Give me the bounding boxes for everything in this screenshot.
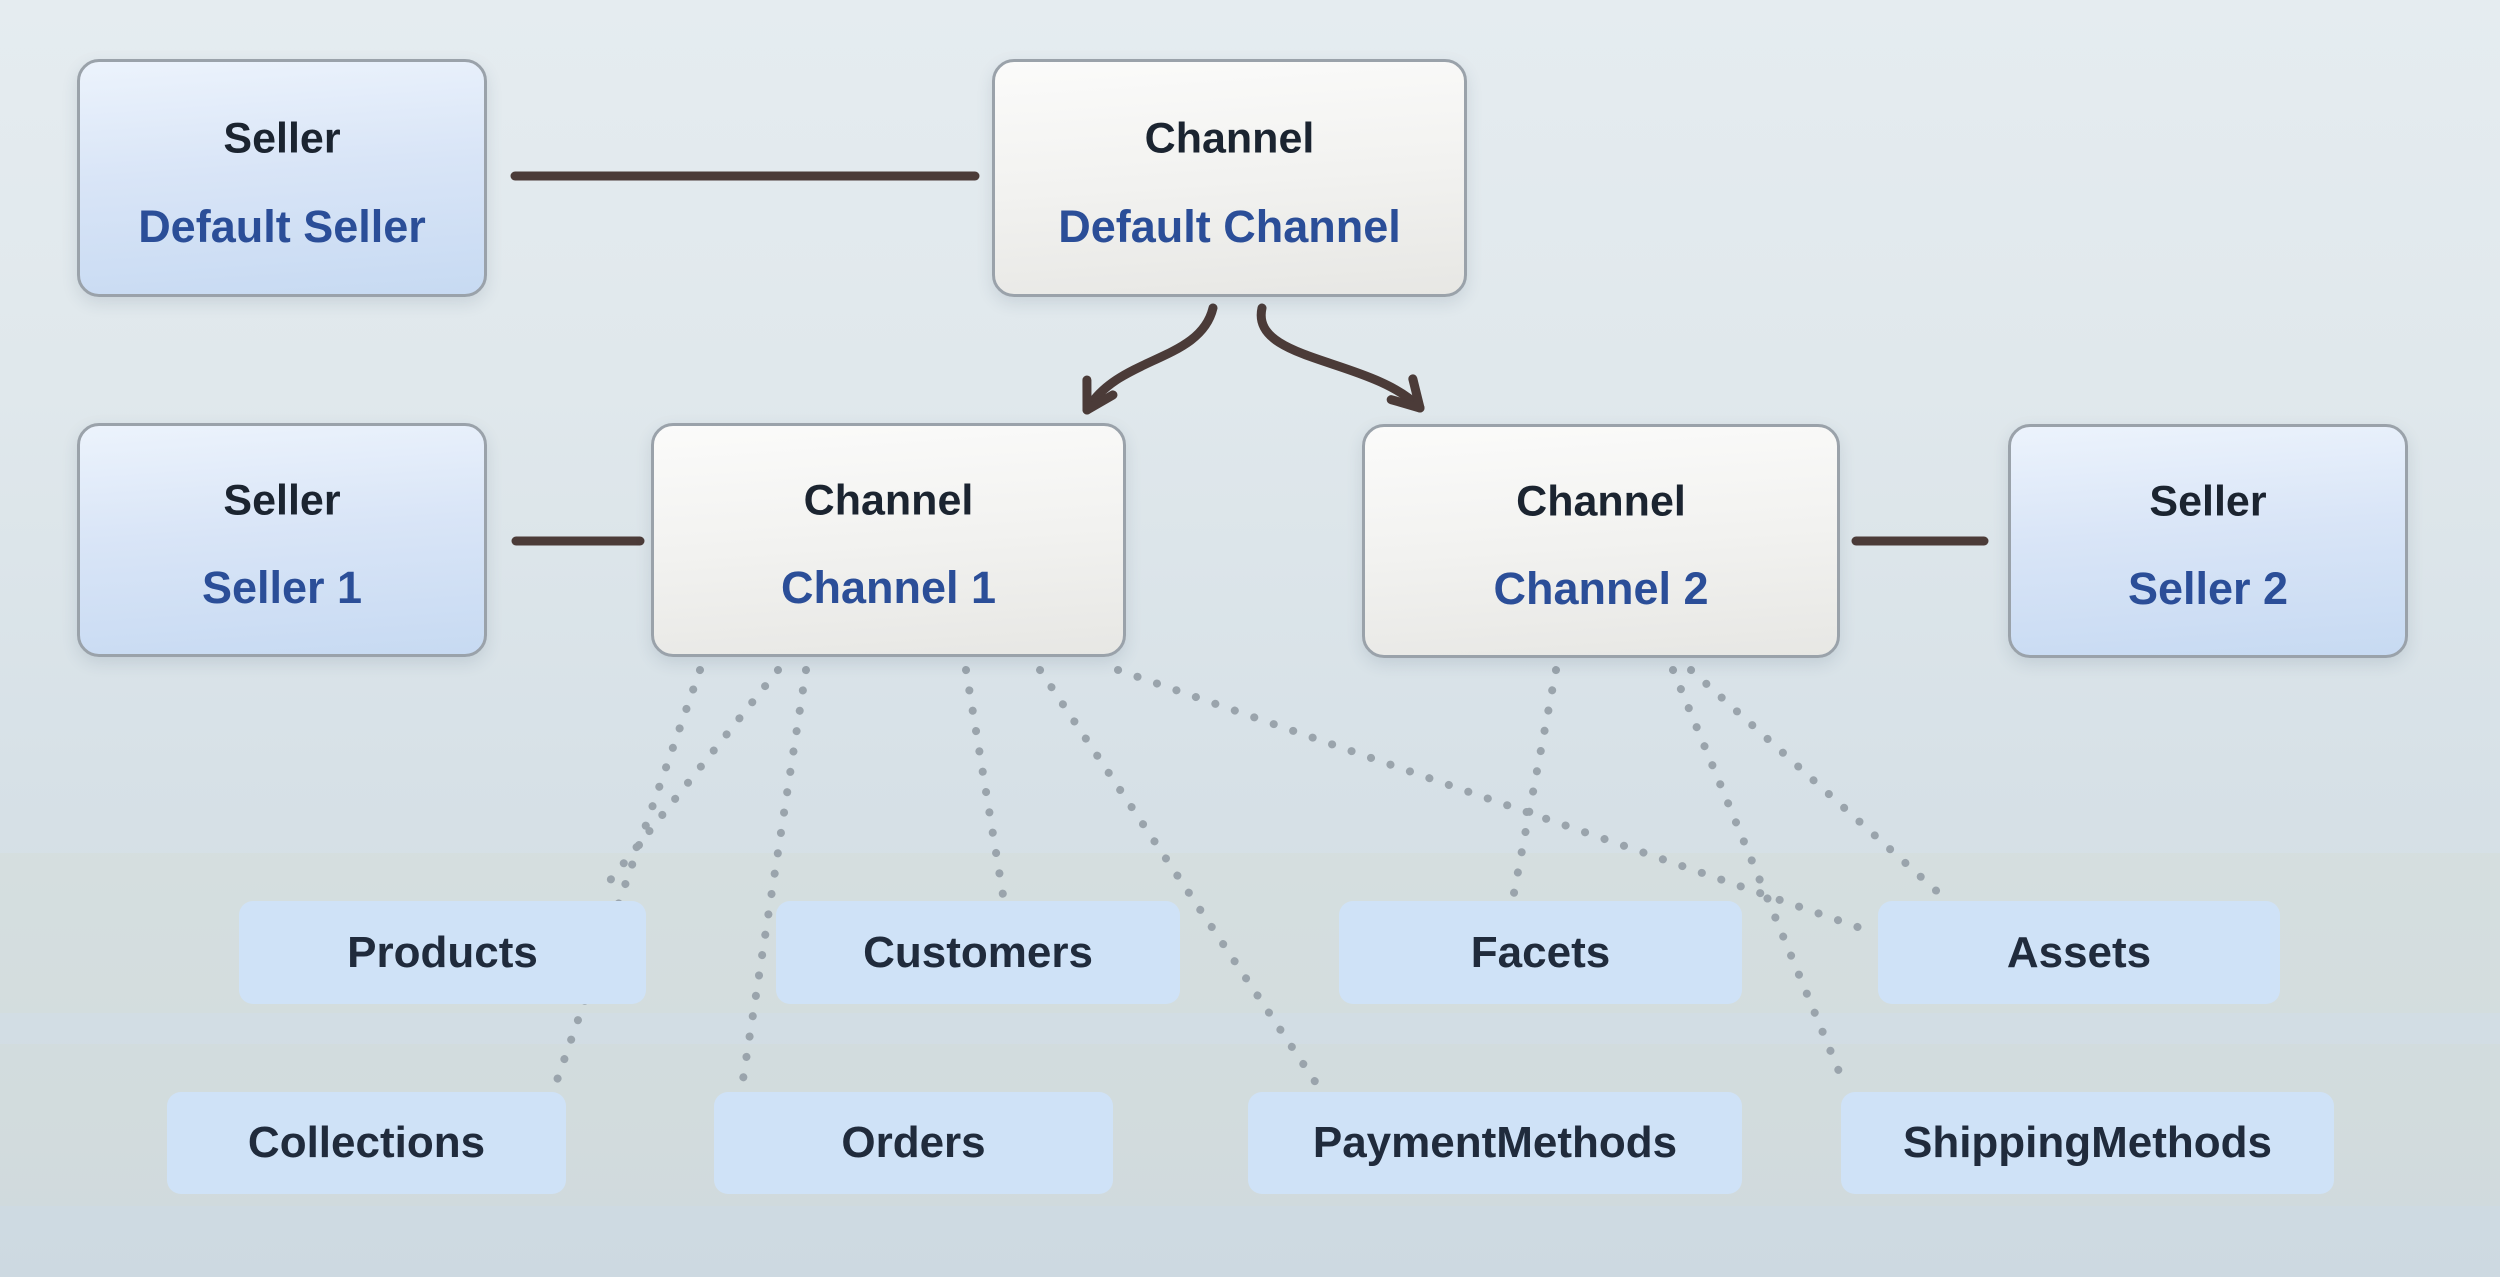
card-instance-name: Default Channel — [1058, 200, 1401, 252]
entity-collections: Collections — [167, 1092, 566, 1194]
arrowhead-icon — [1082, 375, 1118, 415]
card-channel-2: Channel Channel 2 — [1362, 424, 1840, 658]
card-seller-1: Seller Seller 1 — [77, 423, 487, 657]
dotted-link-channel-1-assets — [1114, 666, 1876, 936]
entity-shipping-methods: ShippingMethods — [1841, 1092, 2334, 1194]
card-entity-type: Seller — [223, 114, 341, 163]
dotted-link-channel-2-facets — [1510, 666, 1560, 897]
card-channel-1: Channel Channel 1 — [651, 423, 1126, 657]
card-instance-name: Channel 2 — [1493, 562, 1709, 614]
card-instance-name: Seller 1 — [201, 561, 363, 613]
card-entity-type: Channel — [1144, 114, 1315, 163]
entity-facets: Facets — [1339, 901, 1742, 1004]
card-seller-default: Seller Default Seller — [77, 59, 487, 297]
dotted-link-channel-1-customers — [962, 666, 1007, 899]
card-instance-name: Seller 2 — [2127, 562, 2289, 614]
card-instance-name: Default Seller — [138, 200, 426, 252]
card-instance-name: Channel 1 — [780, 561, 997, 613]
entity-assets: Assets — [1878, 901, 2280, 1004]
card-entity-type: Channel — [803, 476, 974, 525]
entity-customers: Customers — [776, 901, 1180, 1004]
entity-products: Products — [239, 901, 646, 1004]
dotted-link-channel-1-collections — [551, 666, 704, 1090]
arrow-channel-default-channel-1 — [1082, 303, 1218, 415]
dotted-link-channel-2-shipping-methods — [1669, 666, 1849, 1090]
dotted-link-channel-1-orders — [738, 666, 810, 1090]
arrowhead-icon — [1386, 374, 1425, 413]
dotted-link-channel-2-assets — [1687, 666, 1945, 899]
card-entity-type: Seller — [223, 476, 341, 525]
dotted-link-channel-1-payment-methods — [1036, 666, 1322, 1090]
card-entity-type: Channel — [1516, 477, 1686, 526]
arrow-channel-default-channel-2 — [1256, 303, 1425, 413]
entity-orders: Orders — [714, 1092, 1113, 1194]
card-channel-default: Channel Default Channel — [992, 59, 1467, 297]
card-entity-type: Seller — [2149, 477, 2267, 526]
entity-payment-methods: PaymentMethods — [1248, 1092, 1742, 1194]
card-seller-2: Seller Seller 2 — [2008, 424, 2408, 658]
dotted-link-channel-1-products — [596, 666, 782, 897]
